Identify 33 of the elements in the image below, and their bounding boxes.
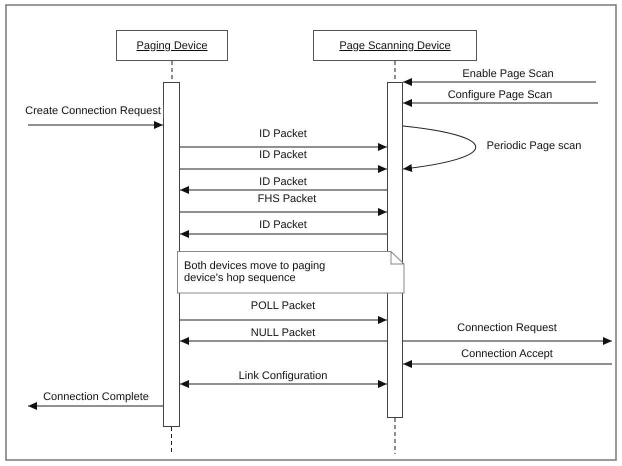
- lifeline-header: [313, 30, 477, 61]
- message-arrow: [180, 316, 388, 324]
- edge-label: Connection Complete: [41, 391, 151, 404]
- message-arrow: [180, 208, 388, 216]
- note-box: [177, 251, 405, 294]
- activation-bar: [163, 82, 180, 427]
- message-arrow: [180, 165, 388, 173]
- edge-label: Link Configuration: [236, 370, 330, 383]
- message-arrow: [180, 230, 388, 238]
- message-arrow: [402, 78, 596, 86]
- message-arrow: [180, 186, 388, 194]
- message-arrow: [402, 99, 598, 107]
- lifeline-header: [116, 30, 228, 61]
- edge-label: Connection Request: [455, 322, 559, 335]
- message-arrow: [28, 121, 164, 129]
- activation-bar: [387, 82, 403, 418]
- message-arrow: [402, 126, 476, 172]
- edge-label: Create Connection Request: [23, 105, 163, 118]
- message-arrow: [402, 360, 612, 368]
- message-arrow: [402, 337, 612, 345]
- message-arrow: [180, 337, 388, 345]
- lifeline-title: Paging Device: [136, 40, 208, 52]
- message-arrow: [180, 380, 388, 388]
- lifeline: [171, 426, 172, 454]
- edge-label: Periodic Page scan: [484, 140, 584, 153]
- edge-label: Configure Page Scan: [446, 89, 554, 102]
- message-arrow: [28, 402, 164, 410]
- message-arrow: [180, 143, 388, 151]
- lifeline: [394, 418, 396, 454]
- edge-label: Connection Accept: [459, 348, 555, 361]
- note-text: Both devices move to paging device's hop sequence: [184, 260, 326, 284]
- edge-label: Enable Page Scan: [460, 68, 556, 81]
- lifeline-title: Page Scanning Device: [339, 40, 451, 52]
